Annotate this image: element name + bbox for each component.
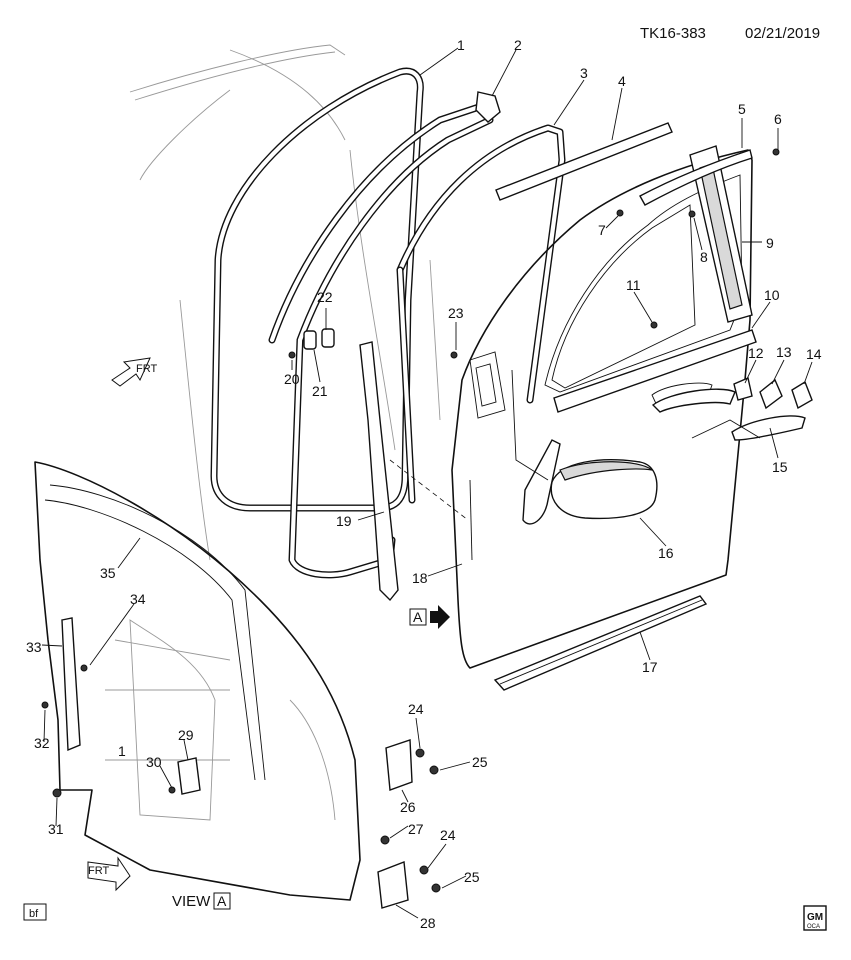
- callout-18: 18: [412, 570, 428, 586]
- callout-2: 2: [514, 37, 522, 53]
- diagram-date: 02/21/2019: [745, 25, 820, 42]
- gm-logo: GM OCA: [803, 905, 827, 931]
- belt-reveal-molding: [495, 122, 673, 201]
- callout-35: 35: [100, 565, 116, 581]
- callout-1: 1: [457, 37, 465, 53]
- callout-5: 5: [738, 101, 746, 117]
- applique-panel: [689, 145, 753, 323]
- striker-parts: [288, 328, 335, 359]
- diagram-id: TK16-383: [640, 25, 706, 42]
- rear-window-rail: [61, 617, 81, 752]
- outside-mirror: [522, 439, 658, 525]
- view-a-caption: VIEW A: [172, 892, 231, 910]
- callout-8: 8: [700, 249, 708, 265]
- inner-door-view: [34, 459, 469, 901]
- callout-9: 9: [766, 235, 774, 251]
- lower-hinge: [377, 861, 409, 909]
- outside-handle-group: [651, 377, 813, 441]
- door-frame-seal: [268, 91, 501, 579]
- weatherstrip-outer: [210, 67, 424, 512]
- callout-33: 33: [26, 639, 42, 655]
- rocker-molding: [493, 595, 708, 691]
- footer-code-box: bf: [23, 903, 47, 921]
- callout-17: 17: [642, 659, 658, 675]
- window-channel: [396, 124, 566, 504]
- callout-26: 26: [400, 799, 416, 815]
- callout-29: 29: [178, 727, 194, 743]
- callout-4: 4: [618, 73, 626, 89]
- callout-25b: 25: [464, 869, 480, 885]
- callout-31: 31: [48, 821, 64, 837]
- front-arrow-bottom-label: FRT: [88, 865, 109, 877]
- callout-3: 3: [580, 65, 588, 81]
- callout-7: 7: [598, 222, 606, 238]
- callout-12: 12: [748, 345, 764, 361]
- front-door-panel: [451, 149, 757, 669]
- gm-logo-top: GM: [807, 912, 823, 923]
- callout-15: 15: [772, 459, 788, 475]
- callout-6: 6: [774, 111, 782, 127]
- callout-30: 30: [146, 754, 162, 770]
- callout-labels: 1 2 3 4 5 6 7 8 9 11 10 12 13 14 15 16 1…: [26, 37, 822, 931]
- callout-23: 23: [448, 305, 464, 321]
- pillar-trim: [359, 341, 399, 602]
- callout-10: 10: [764, 287, 780, 303]
- view-a-arrow-ref: A: [413, 609, 423, 625]
- footer-code: bf: [29, 908, 39, 920]
- callout-19: 19: [336, 513, 352, 529]
- callout-27: 27: [408, 821, 424, 837]
- callout-32: 32: [34, 735, 50, 751]
- front-arrow-bottom: FRT: [87, 856, 131, 892]
- leader-lines: [41, 47, 813, 919]
- fasteners: [41, 148, 780, 893]
- callout-14: 14: [806, 346, 822, 362]
- callout-24b: 24: [440, 827, 456, 843]
- door-check: [177, 757, 201, 795]
- callout-24a: 24: [408, 701, 424, 717]
- inner-mark-1: 1: [118, 743, 126, 759]
- upper-hinge: [385, 739, 413, 791]
- callout-20: 20: [284, 371, 300, 387]
- callout-21: 21: [312, 383, 328, 399]
- view-caption-text: VIEW: [172, 893, 211, 910]
- body-opening: [129, 44, 441, 561]
- callout-13: 13: [776, 344, 792, 360]
- callout-11: 11: [626, 277, 641, 293]
- view-caption-ref: A: [217, 893, 227, 909]
- view-a-arrow: A: [409, 605, 450, 629]
- callout-28: 28: [420, 915, 436, 931]
- callout-22: 22: [317, 289, 333, 305]
- front-arrow-top-label: FRT: [136, 363, 157, 375]
- upper-frame-molding: [639, 149, 753, 206]
- gm-logo-bottom: OCA: [807, 924, 820, 930]
- callout-25a: 25: [472, 754, 488, 770]
- callout-16: 16: [658, 545, 674, 561]
- callout-34: 34: [130, 591, 146, 607]
- front-arrow-top: FRT: [111, 357, 157, 387]
